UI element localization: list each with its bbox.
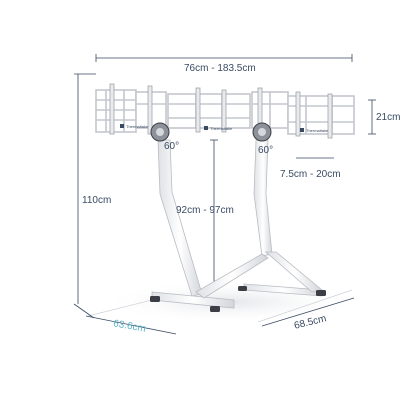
- stand-frame: [151, 139, 323, 309]
- total-height-label: 110cm: [82, 195, 112, 206]
- center-cross-bar: [195, 253, 269, 299]
- brand-marks: [120, 124, 304, 132]
- tilt-right-label: 60°: [258, 145, 274, 156]
- tilt-joints: [150, 122, 272, 142]
- foot: [316, 290, 326, 296]
- total-width-label: 76cm - 183.5cm: [184, 63, 256, 74]
- brand-label-right: Thermaltake: [306, 128, 329, 133]
- brand-logo-icon: [300, 128, 304, 132]
- mount-height-label: 92cm - 97cm: [176, 205, 234, 216]
- brand-label-left: Thermaltake: [126, 124, 149, 129]
- feet: [150, 286, 326, 312]
- base-width-dim-line: [261, 297, 355, 327]
- brand-logo-icon: [204, 126, 208, 130]
- foot: [150, 296, 160, 302]
- foot: [210, 306, 220, 312]
- tilt-left-label: 60°: [164, 141, 180, 152]
- bracket-group-center: [167, 93, 251, 129]
- depth-dim-line: [85, 315, 177, 335]
- brand-label-center: Thermaltake: [210, 126, 233, 131]
- right-upright: [253, 139, 273, 257]
- brand-logo-icon: [120, 124, 124, 128]
- bracket-height-label: 21cm: [376, 112, 401, 123]
- foot: [238, 286, 247, 291]
- dimension-lines: [73, 54, 376, 335]
- left-upright: [157, 139, 203, 297]
- bracket-spacing-label: 7.5cm - 20cm: [280, 169, 341, 180]
